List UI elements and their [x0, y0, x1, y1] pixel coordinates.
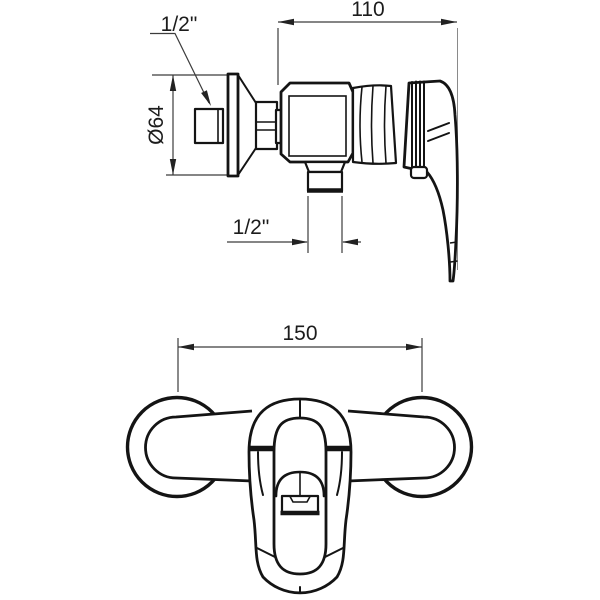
leader-line [150, 32, 210, 104]
body-side-line-right [336, 451, 343, 496]
leader-arrow [201, 90, 211, 106]
flange-cone-top [237, 74, 257, 104]
cartridge-ring-3 [383, 85, 387, 164]
handle-lever [402, 79, 459, 283]
cartridge-dome [274, 470, 326, 498]
wall-flange [226, 72, 240, 178]
front-view: 150 [125, 322, 474, 595]
lever-tick-1 [449, 241, 458, 244]
handle-loop [272, 416, 328, 576]
dim-64-label: Ø64 [145, 105, 168, 145]
dim-110-arrow-left [278, 18, 294, 26]
hex-nut [254, 100, 279, 151]
dim-outlet-arrow-right [342, 238, 358, 246]
valve-body-bevel [288, 95, 347, 157]
cartridge-ring-1 [359, 86, 363, 163]
body-side-line-left [257, 451, 264, 496]
lever-tick-2 [450, 260, 458, 263]
dim-110-arrow-right [441, 18, 457, 26]
dim-150-arrow-left [178, 343, 194, 351]
dimension-150: 150 [177, 322, 423, 392]
right-arm [347, 409, 456, 483]
brand-plate-notch [289, 496, 311, 503]
dimension-diameter-64: Ø64 [145, 74, 228, 176]
dim-inlet-thread-label: 1/2" [161, 13, 198, 36]
dimension-110: 110 [277, 0, 458, 270]
cartridge-ring-2 [370, 85, 374, 164]
handle-end-cap [409, 165, 429, 180]
handle-accent-line-2 [427, 132, 450, 142]
dim-64-arrow-down [169, 159, 177, 175]
dim-150-arrow-right [406, 343, 422, 351]
left-arm [144, 409, 253, 483]
cap-joint-left [256, 547, 276, 558]
dim-110-label: 110 [351, 0, 384, 21]
cap-joint-right [324, 547, 344, 558]
dim-outlet-label: 1/2" [233, 216, 270, 239]
faucet-side-profile [193, 72, 459, 283]
faucet-front-profile [125, 395, 474, 595]
valve-body [279, 81, 355, 164]
brand-plate [280, 494, 320, 515]
dim-64-arrow-up [169, 75, 177, 91]
dimension-outlet-half-inch: 1/2" [227, 196, 361, 253]
side-view: 110 1/2" Ø64 [145, 0, 459, 283]
dim-150-label: 150 [282, 322, 317, 345]
dim-outlet-arrow-left [292, 238, 308, 246]
flange-cone-bottom [237, 147, 257, 176]
leader-inlet-thread: 1/2" [150, 13, 211, 106]
outlet-port [306, 170, 344, 193]
outlet-neck [303, 160, 347, 174]
handle-accent-line-1 [427, 122, 450, 132]
